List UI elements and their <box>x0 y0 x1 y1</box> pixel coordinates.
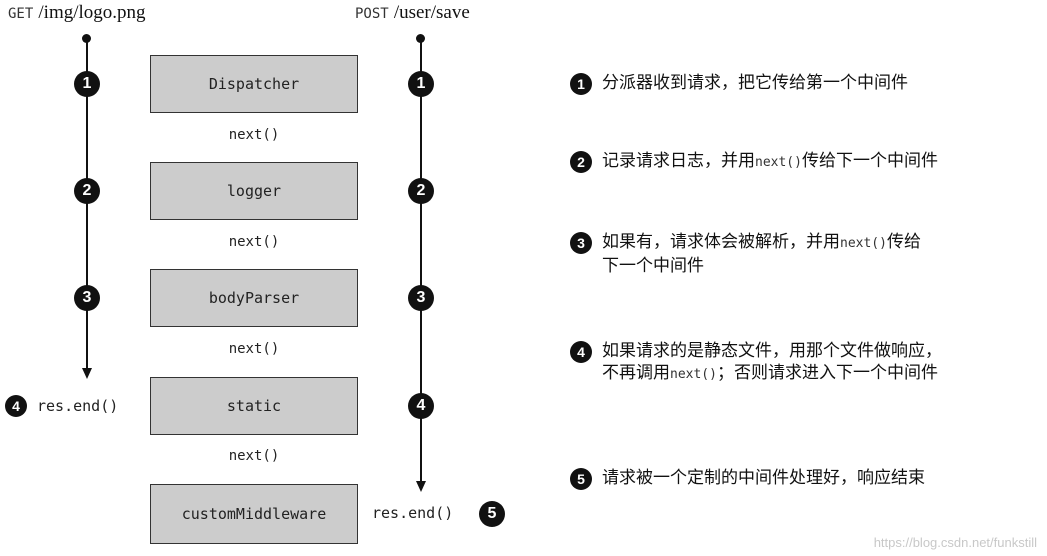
step-badge-3: 3 <box>570 232 592 254</box>
step-4-code: next() <box>670 367 717 382</box>
get-step-badge-1: 1 <box>74 71 100 97</box>
middleware-logger: logger <box>150 162 358 220</box>
middleware-static: static <box>150 377 358 435</box>
step-description-2: 2 记录请求日志，并用next()传给下一个中间件 <box>570 150 1040 174</box>
post-arrowhead-icon <box>416 481 426 492</box>
step-badge-2: 2 <box>570 151 592 173</box>
get-step-badge-3: 3 <box>74 285 100 311</box>
get-step-badge-2: 2 <box>74 178 100 204</box>
step-description-3: 3 如果有，请求体会被解析，并用next()传给 下一个中间件 <box>570 231 1040 277</box>
post-request-title: POST /user/save <box>355 2 470 24</box>
step-3-line-1: 如果有，请求体会被解析，并用next()传给 <box>602 231 921 255</box>
post-step-badge-2: 2 <box>408 178 434 204</box>
next-label-1: next() <box>228 127 280 143</box>
step-description-5: 5 请求被一个定制的中间件处理好，响应结束 <box>570 467 1040 490</box>
step-description-4: 4 如果请求的是静态文件，用那个文件做响应， 不再调用next()；否则请求进入… <box>570 340 1040 386</box>
step-4-text-post: ；否则请求进入下一个中间件 <box>716 363 938 383</box>
middleware-dispatcher: Dispatcher <box>150 55 358 113</box>
post-step-badge-4: 4 <box>408 393 434 419</box>
next-label-4: next() <box>228 448 280 464</box>
get-end-label: res.end() <box>37 397 119 415</box>
get-arrowhead-icon <box>82 368 92 379</box>
step-text-5: 请求被一个定制的中间件处理好，响应结束 <box>602 468 925 488</box>
post-step-badge-3: 3 <box>408 285 434 311</box>
step-3-text-pre: 如果有，请求体会被解析，并用 <box>602 232 840 252</box>
step-4-line-2: 不再调用next()；否则请求进入下一个中间件 <box>602 362 942 386</box>
step-text-1: 分派器收到请求，把它传给第一个中间件 <box>602 73 908 93</box>
step-text-4: 如果请求的是静态文件，用那个文件做响应， 不再调用next()；否则请求进入下一… <box>602 340 942 386</box>
get-method: GET <box>8 6 34 22</box>
post-path: /user/save <box>393 2 470 23</box>
step-3-line-2: 下一个中间件 <box>602 256 704 276</box>
middleware-custom: customMiddleware <box>150 484 358 544</box>
step-3-text-post: 传给 <box>886 232 921 252</box>
step-2-text-pre: 记录请求日志，并用 <box>602 151 755 171</box>
step-description-1: 1 分派器收到请求，把它传给第一个中间件 <box>570 72 1040 95</box>
step-2-code: next() <box>755 155 802 170</box>
get-path: /img/logo.png <box>38 2 146 23</box>
step-3-code: next() <box>840 236 887 251</box>
get-request-title: GET /img/logo.png <box>8 2 146 24</box>
middleware-bodyparser: bodyParser <box>150 269 358 327</box>
step-4-line-1: 如果请求的是静态文件，用那个文件做响应， <box>602 341 942 361</box>
step-text-2: 记录请求日志，并用next()传给下一个中间件 <box>602 150 938 174</box>
next-label-3: next() <box>228 341 280 357</box>
post-method: POST <box>355 6 389 22</box>
step-badge-4: 4 <box>570 341 592 363</box>
post-end-label: res.end() <box>372 504 454 522</box>
post-flow-line <box>420 38 422 481</box>
step-badge-1: 1 <box>570 73 592 95</box>
post-step-badge-1: 1 <box>408 71 434 97</box>
watermark: https://blog.csdn.net/funkstill <box>873 535 1037 550</box>
next-label-2: next() <box>228 234 280 250</box>
step-text-3: 如果有，请求体会被解析，并用next()传给 下一个中间件 <box>602 231 921 277</box>
get-end-badge: 4 <box>5 395 27 417</box>
step-2-text-post: 传给下一个中间件 <box>801 151 938 171</box>
step-badge-5: 5 <box>570 468 592 490</box>
step-4-text-pre: 不再调用 <box>602 363 670 383</box>
post-end-badge: 5 <box>479 501 505 527</box>
